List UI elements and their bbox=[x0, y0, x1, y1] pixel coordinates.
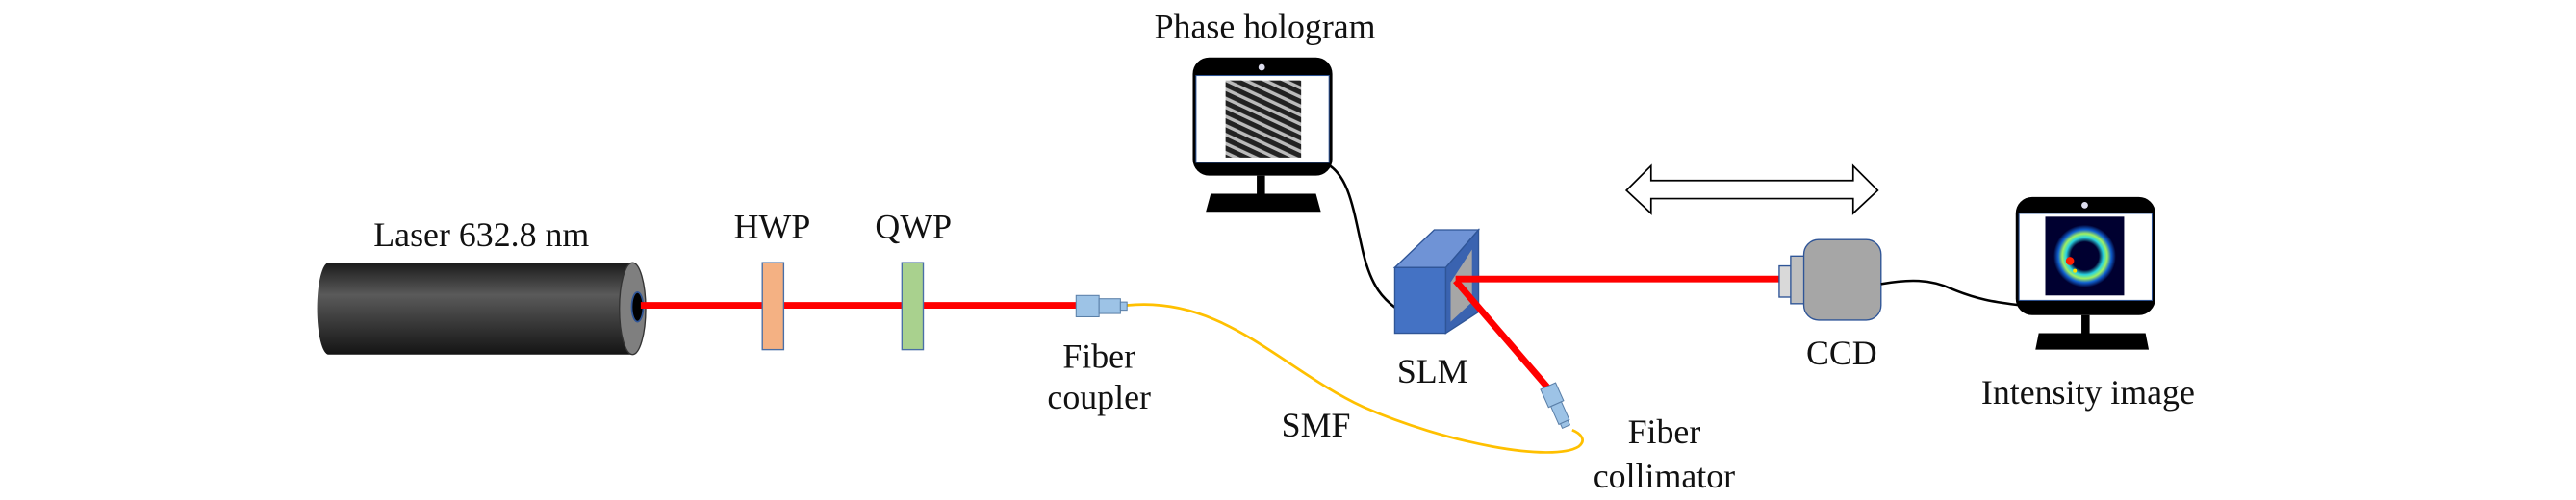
ccd-label: CCD bbox=[1806, 334, 1877, 372]
smf-label: SMF bbox=[1282, 406, 1351, 444]
phase-hologram-monitor bbox=[1192, 57, 1333, 212]
laser-label: Laser 632.8 nm bbox=[373, 215, 589, 254]
beam-from-collimator bbox=[1453, 278, 1550, 390]
hwp-label: HWP bbox=[734, 208, 811, 246]
fiber-coupler bbox=[1075, 294, 1128, 317]
fiber-coupler-label-line2: coupler bbox=[1047, 378, 1151, 416]
fiber-coupler-label-line1: Fiber bbox=[1062, 337, 1135, 375]
fiber-collimator bbox=[1540, 382, 1571, 430]
phase-hologram-label: Phase hologram bbox=[1155, 7, 1376, 45]
phase-hologram-image bbox=[1225, 80, 1302, 158]
half-wave-plate bbox=[761, 262, 785, 351]
quarter-wave-plate bbox=[901, 262, 925, 351]
slm-label: SLM bbox=[1397, 352, 1468, 390]
intensity-image-label: Intensity image bbox=[1981, 373, 2195, 412]
intensity-image-monitor bbox=[2015, 196, 2155, 350]
laser bbox=[317, 262, 647, 356]
qwp-label: QWP bbox=[875, 208, 952, 246]
webcam-icon bbox=[1258, 63, 1265, 71]
fiber-collimator-label-line2: collimator bbox=[1594, 457, 1735, 495]
ccd-cable bbox=[1880, 279, 2022, 307]
single-mode-fiber bbox=[1127, 303, 1584, 454]
webcam-icon bbox=[2081, 201, 2088, 209]
fiber-collimator-label-line1: Fiber bbox=[1628, 412, 1701, 451]
translation-double-arrow-icon bbox=[1624, 163, 1879, 215]
ccd-camera bbox=[1778, 238, 1882, 321]
slm-cable bbox=[1326, 162, 1397, 310]
